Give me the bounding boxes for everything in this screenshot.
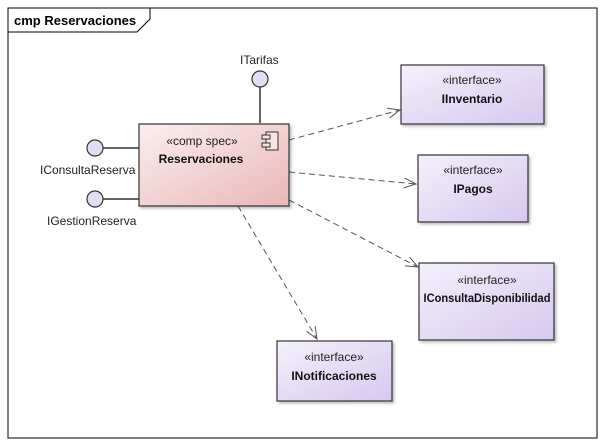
dependency-arrows	[237, 110, 418, 339]
interface-stereotype: «interface»	[304, 350, 364, 364]
interface-stereotype: «interface»	[442, 73, 502, 87]
lollipop-label-itarifas: ITarifas	[240, 53, 279, 67]
interface-iconsultadisponibilidad[interactable]: «interface» IConsultaDisponibilidad	[418, 262, 555, 341]
interface-iinventario[interactable]: «interface» IInventario	[400, 64, 545, 125]
dependency-arrow-inotificaciones[interactable]	[237, 205, 317, 339]
interface-ipagos[interactable]: «interface» IPagos	[417, 154, 529, 223]
dependency-arrow-iinventario[interactable]	[288, 110, 400, 141]
lollipop-itarifas[interactable]: ITarifas	[240, 53, 279, 123]
interface-stereotype: «interface»	[457, 273, 517, 287]
lollipop-label-iconsultareserva: IConsultaReserva	[40, 163, 136, 177]
component-icon	[261, 131, 279, 151]
lollipop-label-igestionreserva: IGestionReserva	[47, 214, 137, 228]
interface-name: IConsultaDisponibilidad	[424, 291, 551, 305]
dependency-arrow-iconsultadisponibilidad[interactable]	[288, 199, 418, 267]
interface-name: IInventario	[442, 92, 503, 106]
interface-name: IPagos	[453, 182, 493, 196]
frame-title: cmp Reservaciones	[14, 13, 136, 28]
interface-inotificaciones[interactable]: «interface» INotificaciones	[276, 340, 393, 402]
interface-name: INotificaciones	[291, 369, 377, 383]
component-stereotype: «comp spec»	[166, 134, 238, 148]
component-name: Reservaciones	[159, 152, 244, 166]
lollipop-iconsultareserva[interactable]: IConsultaReserva	[40, 139, 139, 177]
component-reservaciones[interactable]: «comp spec» Reservaciones	[138, 123, 290, 207]
interface-stereotype: «interface»	[443, 163, 503, 177]
dependency-arrow-ipagos[interactable]	[288, 171, 416, 184]
lollipop-igestionreserva[interactable]: IGestionReserva	[47, 190, 139, 228]
